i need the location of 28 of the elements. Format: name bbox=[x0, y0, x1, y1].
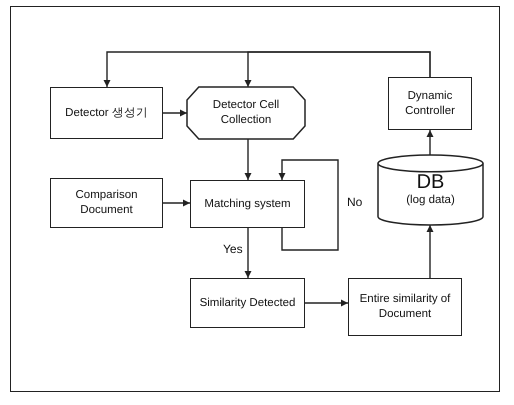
process-box bbox=[348, 278, 462, 336]
edge-label: Yes bbox=[222, 242, 244, 256]
arrow bbox=[278, 159, 339, 251]
process-box bbox=[388, 77, 472, 130]
node-label: Detector Cell Collection bbox=[212, 98, 280, 128]
database-cylinder bbox=[378, 155, 483, 225]
hexagon-node bbox=[187, 87, 305, 139]
arrow bbox=[163, 110, 187, 116]
arrow bbox=[244, 139, 252, 180]
edge-label: No bbox=[346, 195, 364, 209]
node-label: Entire similarity of Document bbox=[358, 292, 452, 322]
node-label: Dynamic Controller bbox=[404, 88, 456, 118]
process-box bbox=[190, 278, 305, 328]
arrow bbox=[426, 130, 434, 155]
arrow bbox=[163, 200, 190, 206]
process-box bbox=[50, 178, 163, 228]
arrow bbox=[244, 51, 431, 87]
node-label: Detector 생성기 bbox=[65, 106, 148, 120]
arrow bbox=[426, 225, 434, 278]
node-label: Similarity Detected bbox=[200, 296, 296, 310]
arrow bbox=[244, 228, 252, 278]
process-box bbox=[50, 87, 163, 139]
arrow bbox=[305, 300, 348, 306]
node-label: Comparison Document bbox=[74, 188, 138, 218]
node-title: DB bbox=[416, 172, 444, 194]
process-box bbox=[190, 180, 305, 228]
node-label: Matching system bbox=[204, 196, 291, 212]
node-label: (log data) bbox=[406, 193, 455, 208]
